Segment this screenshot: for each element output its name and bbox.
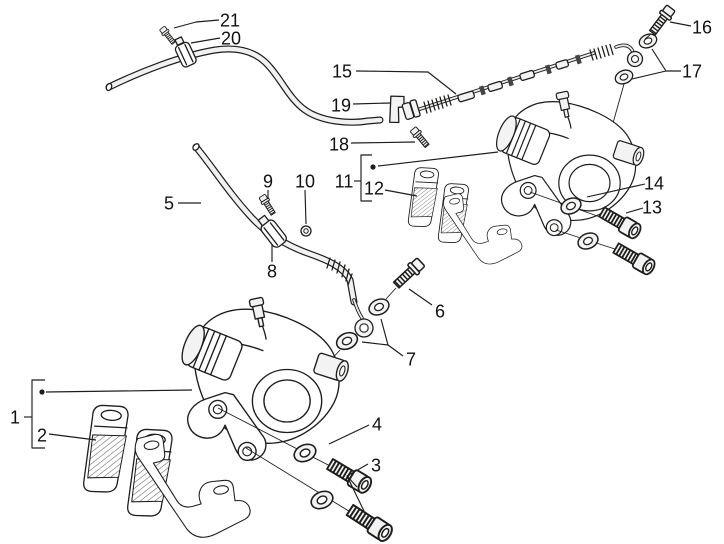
caliper-fixing-screw [408, 125, 432, 150]
rear-mount-bolt-2 [611, 240, 658, 278]
leader-line-17 [651, 48, 681, 72]
part-label-6-front-banjo-bolt: 6 [435, 302, 445, 322]
leader-line-13 [625, 207, 644, 214]
leader-line-14 [586, 183, 646, 198]
leader-line-4 [328, 424, 370, 445]
datum-line-11 [377, 151, 499, 167]
part-label-13-rear-caliper-mounting-bolts: 13 [642, 198, 662, 218]
part-label-8-hose-clamp: 8 [267, 262, 277, 282]
group-bracket-11 [360, 154, 372, 202]
clamp-nut [300, 225, 312, 237]
hose-clamp [257, 214, 287, 248]
part-label-18-caliper-fixing-screw: 18 [329, 135, 349, 155]
part-label-3-front-caliper-mounting-bolts: 3 [371, 456, 381, 476]
part-label-17-rear-sealing-washers: 17 [682, 62, 702, 82]
part-label-16-rear-banjo-bolt: 16 [692, 18, 712, 38]
front-brake-hose-assembly [192, 143, 374, 338]
cable-spring-section [423, 43, 614, 114]
front-mount-bolt-2 [344, 501, 396, 544]
front-sealing-washer-upper [365, 295, 393, 319]
part-label-19-hose-end-fitting: 19 [331, 96, 351, 116]
hose-boot [326, 257, 353, 286]
part-label-7-front-sealing-washers: 7 [406, 350, 416, 370]
leader-line-21 [173, 19, 220, 29]
rear-brake-pad-1 [403, 164, 443, 231]
leader-line-10 [304, 189, 307, 225]
group-bracket-1 [31, 379, 45, 449]
rear-brake-hose-assembly [105, 25, 644, 126]
front-mount-washer-2 [307, 487, 337, 513]
front-mount-washer-1 [290, 440, 320, 466]
leader-line-6 [408, 288, 433, 306]
part-label-1-front-brake-caliper: 1 [10, 408, 20, 428]
leader-line-7-1 [380, 318, 389, 346]
front-brake-caliper [176, 296, 352, 462]
front-mount-bolt-1 [324, 455, 375, 496]
datum-line-1 [45, 389, 193, 393]
part-label-11-rear-brake-caliper: 11 [335, 172, 354, 192]
part-label-2-front-brake-pads: 2 [37, 426, 47, 446]
part-label-4-front-mounting-washers: 4 [372, 415, 382, 435]
front-brake-pad-1 [76, 400, 134, 498]
leader-line-17-1 [631, 70, 667, 80]
leader-line-19 [352, 102, 391, 105]
leader-line-3-1 [346, 475, 358, 488]
datum-dot-1 [39, 389, 45, 395]
part-label-9-clamp-screw: 9 [263, 172, 273, 192]
part-label-5-front-brake-hose: 5 [164, 194, 174, 214]
part-label-14-rear-mounting-washers: 14 [644, 174, 664, 194]
leader-line-18 [350, 141, 416, 144]
part-label-21-upper-clamp-screw: 21 [220, 11, 240, 31]
part-label-15-rear-brake-hose: 15 [332, 62, 352, 82]
leader-line-12 [384, 189, 418, 197]
rear-sealing-washer-lower [612, 66, 636, 88]
rear-banjo-bolt [646, 3, 677, 38]
part-label-20-upper-hose-clamp: 20 [221, 29, 241, 49]
part-label-12-rear-brake-pads: 12 [364, 179, 384, 199]
front-banjo-bolt [390, 256, 427, 292]
hose-end-fitting [389, 95, 405, 124]
part-label-10-clamp-nut: 10 [295, 172, 315, 192]
leader-line-16 [669, 21, 692, 27]
leader-line-20 [190, 37, 221, 44]
leader-line-2 [48, 433, 97, 441]
rear-mount-washer-2 [574, 229, 602, 253]
leader-line-7 [361, 341, 404, 357]
datum-dot-11 [370, 164, 376, 170]
upper-hose-clamp [174, 36, 197, 68]
leader-line-15 [355, 70, 457, 95]
